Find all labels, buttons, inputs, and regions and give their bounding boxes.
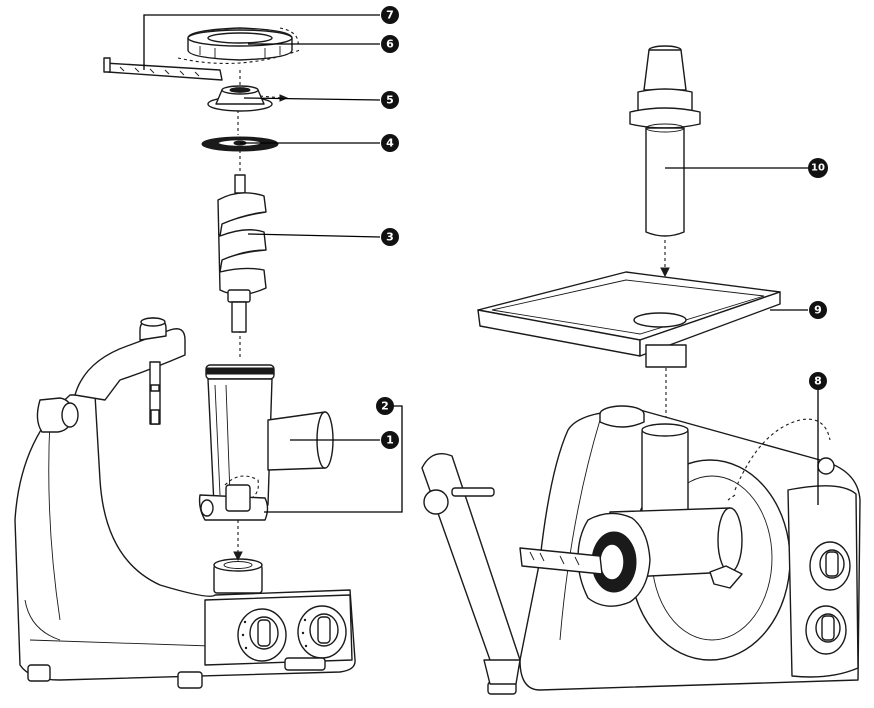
rotation-arrow bbox=[734, 418, 831, 491]
callout-number: 7 bbox=[386, 9, 394, 22]
callout-number: 1 bbox=[386, 434, 394, 447]
callout-4: 4 bbox=[381, 134, 399, 152]
ring-nut-part bbox=[177, 27, 301, 64]
grinder-machine-right bbox=[421, 405, 861, 695]
callout-10: 10 bbox=[808, 158, 828, 178]
callout-2: 2 bbox=[376, 397, 394, 415]
mixer-base-left bbox=[14, 317, 356, 689]
arrow-head bbox=[660, 267, 670, 278]
callout-3: 3 bbox=[381, 228, 399, 246]
auger-screw-part bbox=[217, 174, 267, 333]
rotation-arrow bbox=[224, 475, 259, 499]
juicer-container bbox=[198, 364, 334, 521]
callout-7: 7 bbox=[381, 6, 399, 24]
callout-number: 3 bbox=[386, 231, 394, 244]
arrow-tail bbox=[727, 494, 736, 501]
callout-5: 5 bbox=[381, 91, 399, 109]
brush-strip-part bbox=[103, 57, 223, 81]
leader-lines bbox=[143, 14, 819, 513]
feeding-tray-part bbox=[477, 271, 781, 368]
callout-number: 10 bbox=[811, 163, 825, 174]
callout-1: 1 bbox=[381, 431, 399, 449]
food-pusher-part bbox=[629, 45, 701, 237]
arrow-head bbox=[233, 551, 243, 562]
funnel-part bbox=[207, 85, 289, 112]
callout-number: 8 bbox=[814, 375, 822, 388]
callout-6: 6 bbox=[381, 35, 399, 53]
callout-number: 4 bbox=[386, 137, 394, 150]
callout-8: 8 bbox=[809, 372, 827, 390]
filter-disc-part bbox=[201, 136, 279, 152]
callout-number: 2 bbox=[381, 400, 389, 413]
callout-9: 9 bbox=[809, 301, 827, 319]
callout-number: 9 bbox=[814, 304, 822, 317]
callout-number: 6 bbox=[386, 38, 394, 51]
callout-number: 5 bbox=[386, 94, 394, 107]
